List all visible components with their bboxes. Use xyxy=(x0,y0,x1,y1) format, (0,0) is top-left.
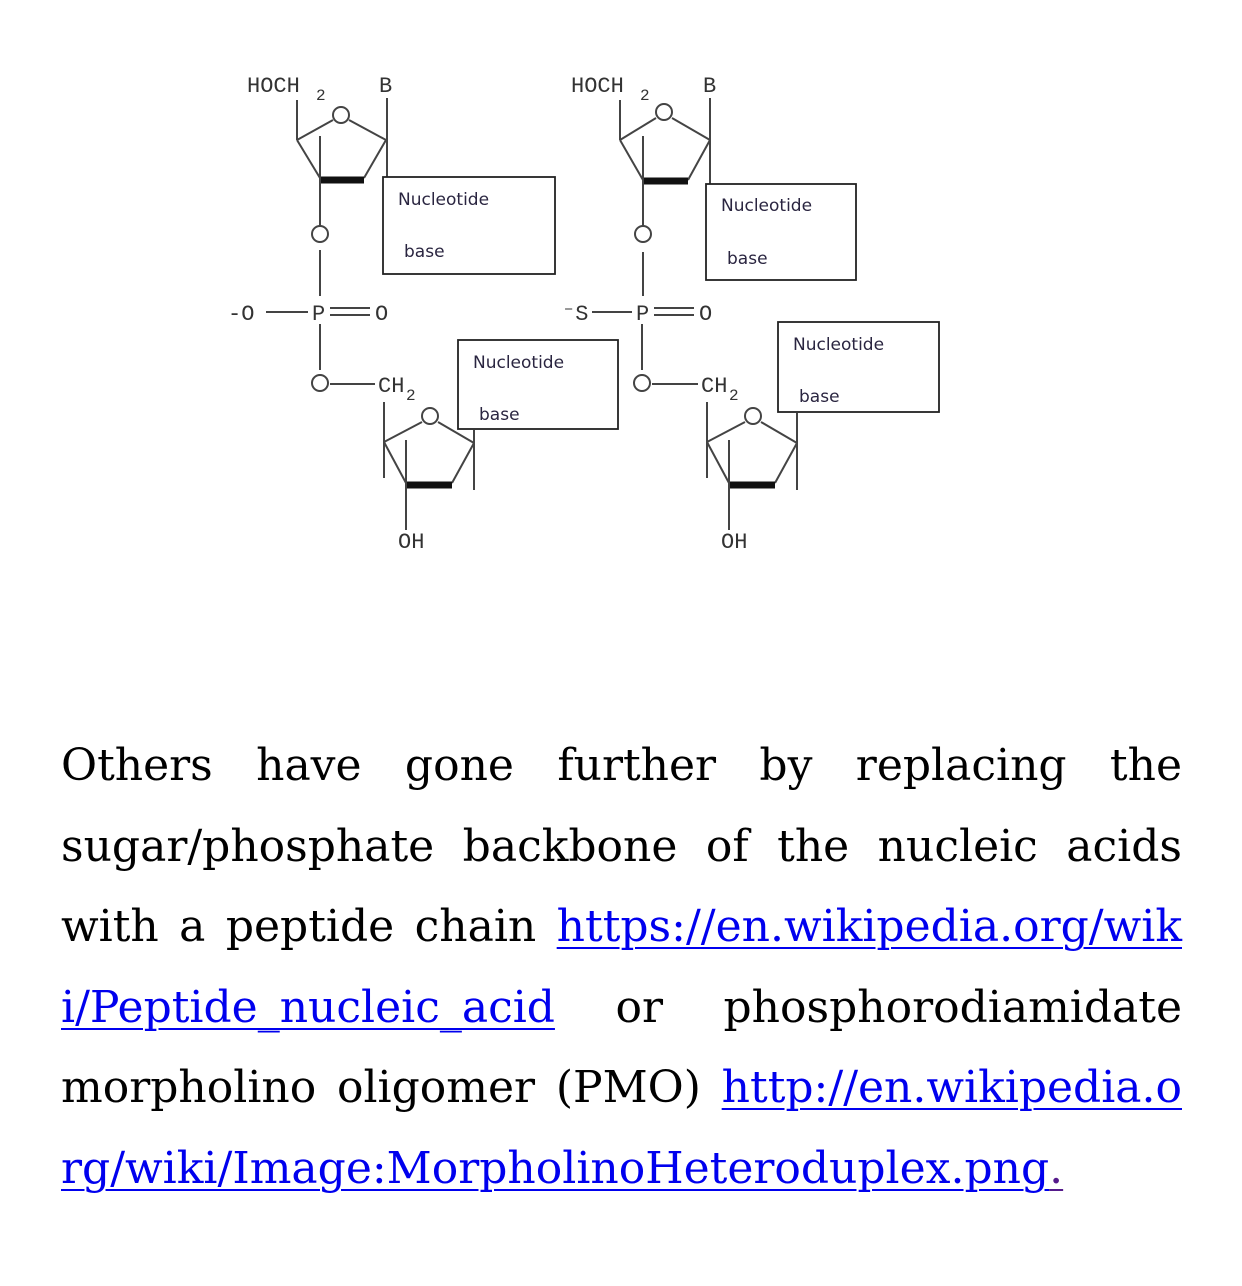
nucleotide-backbone-diagram: HOCH 2 B -O P O CH 2 OH xyxy=(228,74,940,555)
nucleotide-base-box: Nucleotide base xyxy=(777,321,940,413)
nucleotide-base-box: Nucleotide base xyxy=(382,176,556,275)
ch2-subscript: 2 xyxy=(729,387,739,405)
bond xyxy=(706,441,730,484)
nucleotide-base-box: Nucleotide base xyxy=(457,339,619,430)
right-phosphorothioate-unit: HOCH 2 B ⁻S P O CH 2 OH xyxy=(562,74,940,555)
linker-oxygen-bottom xyxy=(633,374,651,392)
ring-oxygen-atom xyxy=(655,103,673,121)
phosphorus-label: P xyxy=(312,302,325,327)
paragraph-text: or phosphorodiamidate morpholino oligome… xyxy=(61,981,1182,1114)
left-phosphate-unit: HOCH 2 B -O P O CH 2 OH xyxy=(228,74,619,555)
ch2-label: CH xyxy=(378,374,404,399)
bond xyxy=(383,421,423,443)
bond xyxy=(619,117,657,141)
ch2-subscript: 2 xyxy=(406,387,416,405)
svg-text:base: base xyxy=(727,249,768,269)
svg-text:base: base xyxy=(404,242,445,262)
linker-oxygen-bottom xyxy=(311,374,329,392)
bond xyxy=(774,442,798,484)
lower-ring-oxygen-atom xyxy=(421,407,439,425)
bond xyxy=(383,441,407,484)
peptide-nucleic-acid-link[interactable]: https://en.wikipedia.org/wiki/Peptide_nu… xyxy=(61,901,1182,1033)
nucleotide-base-box: Nucleotide base xyxy=(705,183,857,281)
svg-text:Nucleotide: Nucleotide xyxy=(473,353,564,373)
linker-oxygen-top xyxy=(311,225,329,243)
ch2-label: CH xyxy=(701,374,727,399)
svg-text:base: base xyxy=(799,387,840,407)
body-paragraph: Others have gone further by replacing th… xyxy=(61,726,1182,1209)
bond xyxy=(671,117,711,141)
bond xyxy=(619,139,644,181)
lower-ring-oxygen-atom xyxy=(744,407,762,425)
bond xyxy=(706,421,746,443)
trailing-period: . xyxy=(1049,1142,1064,1194)
hoch2-label: HOCH xyxy=(247,74,300,99)
oh-label: OH xyxy=(398,530,424,555)
hoch2-label: HOCH xyxy=(571,74,624,99)
phosphorus-label: P xyxy=(636,302,649,327)
base-b-label: B xyxy=(379,74,392,99)
bond xyxy=(296,119,334,141)
double-bond-oxygen-label: O xyxy=(375,302,388,327)
bond xyxy=(296,139,321,179)
bond xyxy=(363,139,387,179)
bond xyxy=(760,421,798,444)
bond xyxy=(437,421,475,444)
paragraph-text: Others have gone further by replacing th… xyxy=(61,740,1182,952)
base-b-label: B xyxy=(703,74,716,99)
oh-label: OH xyxy=(721,530,747,555)
svg-text:Nucleotide: Nucleotide xyxy=(793,335,884,355)
double-bond-oxygen-label: O xyxy=(699,302,712,327)
ring-oxygen-atom xyxy=(332,106,350,124)
charged-sulfur-label: ⁻S xyxy=(562,302,588,327)
charged-oxygen-label: -O xyxy=(228,302,254,327)
bond xyxy=(451,442,475,484)
hoch2-subscript: 2 xyxy=(316,87,326,105)
hoch2-subscript: 2 xyxy=(640,87,650,105)
linker-oxygen-top xyxy=(634,225,652,243)
morpholino-heteroduplex-link[interactable]: http://en.wikipedia.org/wiki/Image:Morph… xyxy=(61,1062,1182,1194)
svg-text:Nucleotide: Nucleotide xyxy=(398,190,489,210)
svg-text:base: base xyxy=(479,405,520,425)
bond xyxy=(348,119,387,141)
bond xyxy=(687,139,711,181)
svg-text:Nucleotide: Nucleotide xyxy=(721,196,812,216)
